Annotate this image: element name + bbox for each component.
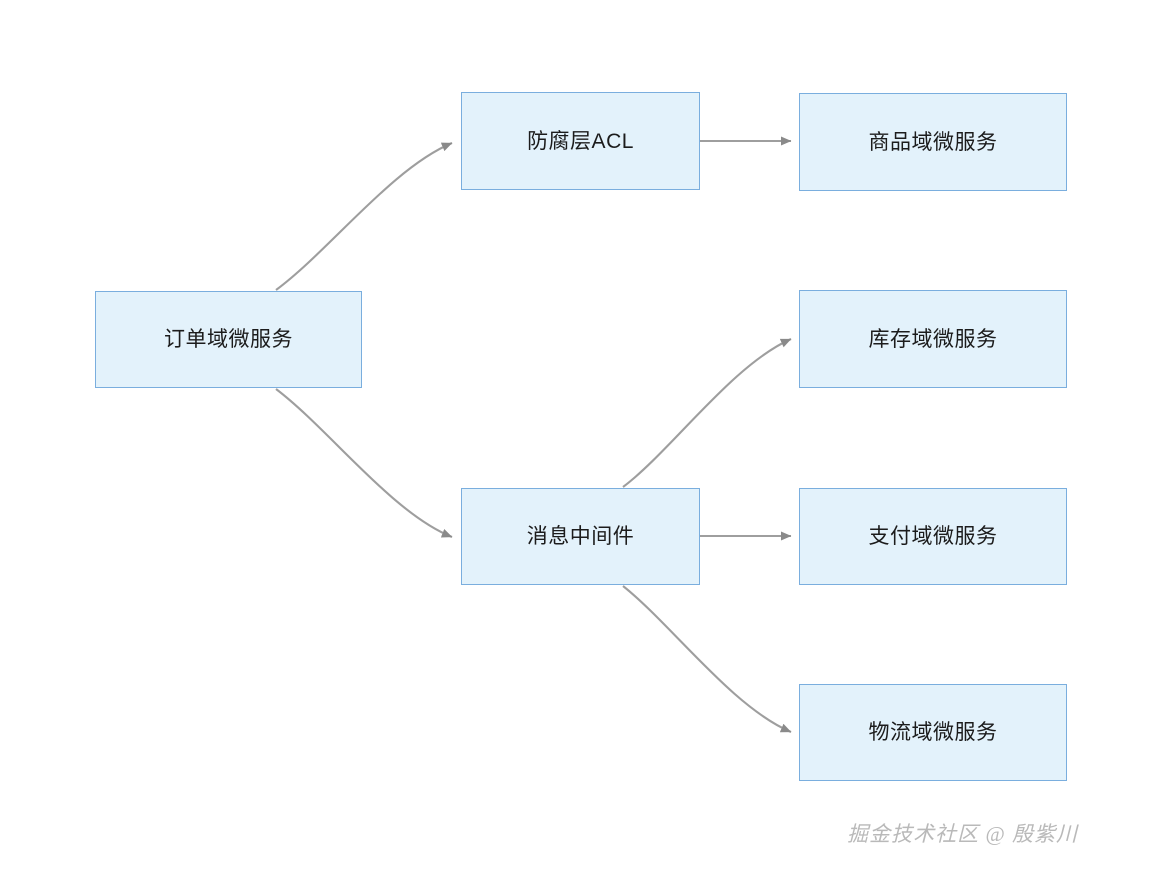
- node-order-service[interactable]: 订单域微服务: [95, 291, 362, 388]
- node-label: 商品域微服务: [868, 130, 998, 154]
- node-label: 物流域微服务: [868, 721, 998, 744]
- node-label: 库存域微服务: [868, 327, 998, 351]
- node-label: 消息中间件: [526, 525, 635, 548]
- edge-order-to-acl: [275, 142, 453, 291]
- node-product-service[interactable]: 商品域微服务: [799, 93, 1067, 191]
- edge-mq-to-inventory: [622, 338, 792, 488]
- node-label: 订单域微服务: [164, 328, 293, 351]
- node-inventory-service[interactable]: 库存域微服务: [799, 290, 1067, 388]
- edge-mq-to-logistics: [622, 585, 792, 733]
- node-anti-corruption-layer[interactable]: 防腐层ACL: [461, 92, 700, 190]
- node-logistics-service[interactable]: 物流域微服务: [799, 684, 1067, 781]
- node-message-middleware[interactable]: 消息中间件: [461, 488, 700, 585]
- edge-order-to-mq: [275, 388, 453, 538]
- node-label: 支付域微服务: [868, 525, 998, 548]
- watermark: 掘金技术社区 @ 殷紫川: [847, 822, 1078, 846]
- node-payment-service[interactable]: 支付域微服务: [799, 488, 1067, 585]
- node-label: 防腐层ACL: [527, 129, 634, 153]
